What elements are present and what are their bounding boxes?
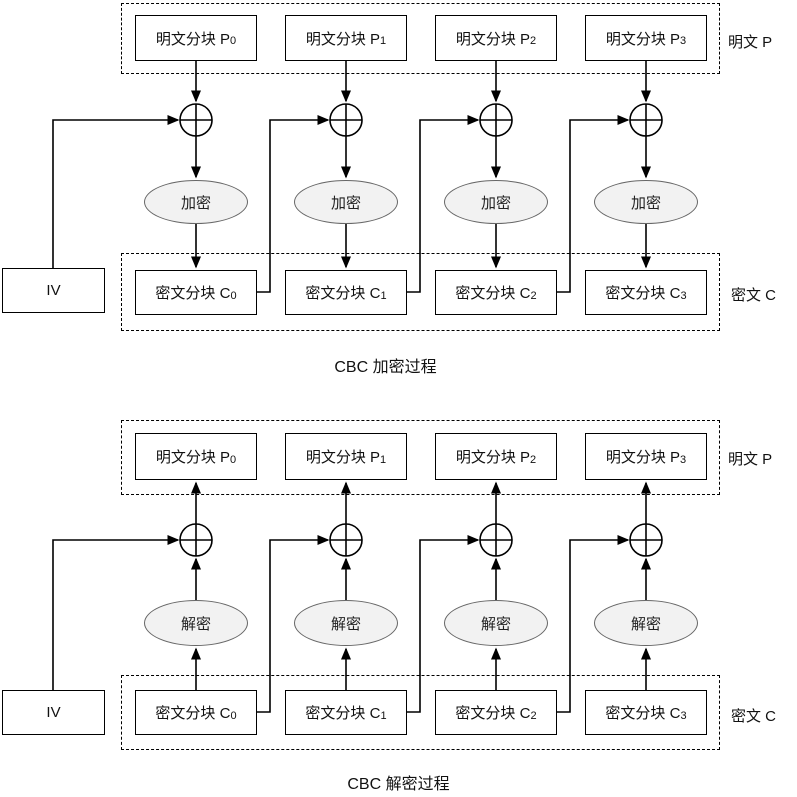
- chain-line: [257, 535, 330, 713]
- decrypt-operation-2: 解密: [444, 600, 548, 646]
- xor-icon: [479, 103, 513, 137]
- encryption-plaintext-group: [121, 3, 720, 74]
- xor-icon: [629, 523, 663, 557]
- iv-box-decryption: IV: [2, 690, 105, 735]
- xor-icon: [479, 523, 513, 557]
- encrypt-operation-0: 加密: [144, 180, 248, 224]
- encryption-xor-nodes: [179, 103, 663, 137]
- chain-line: [257, 115, 330, 293]
- encryption-plaintext-group-label: 明文 P: [728, 34, 773, 51]
- decryption-connectors: [52, 481, 651, 713]
- decryption-xor-nodes: [179, 523, 663, 557]
- iv-feed-line: [52, 535, 180, 690]
- decrypt-operation-3: 解密: [594, 600, 698, 646]
- encryption-connectors: [52, 61, 651, 293]
- decryption-caption: CBC 解密过程: [347, 776, 450, 793]
- xor-icon: [179, 103, 213, 137]
- xor-icon: [329, 523, 363, 557]
- decrypt-operation-1: 解密: [294, 600, 398, 646]
- chain-line: [557, 115, 630, 293]
- encrypt-operation-2: 加密: [444, 180, 548, 224]
- decryption-plaintext-group-label: 明文 P: [728, 451, 773, 468]
- encryption-caption: CBC 加密过程: [334, 359, 437, 376]
- decryption-plaintext-group: [121, 420, 720, 495]
- decryption-ciphertext-group-label: 密文 C: [731, 708, 777, 725]
- iv-feed-line: [52, 115, 180, 268]
- xor-icon: [629, 103, 663, 137]
- encrypt-operation-1: 加密: [294, 180, 398, 224]
- decrypt-operation-0: 解密: [144, 600, 248, 646]
- chain-line: [407, 115, 480, 293]
- iv-box-encryption: IV: [2, 268, 105, 313]
- chain-line: [407, 535, 480, 713]
- encrypt-operation-3: 加密: [594, 180, 698, 224]
- chain-line: [557, 535, 630, 713]
- encryption-ciphertext-group-label: 密文 C: [731, 287, 777, 304]
- xor-icon: [179, 523, 213, 557]
- xor-icon: [329, 103, 363, 137]
